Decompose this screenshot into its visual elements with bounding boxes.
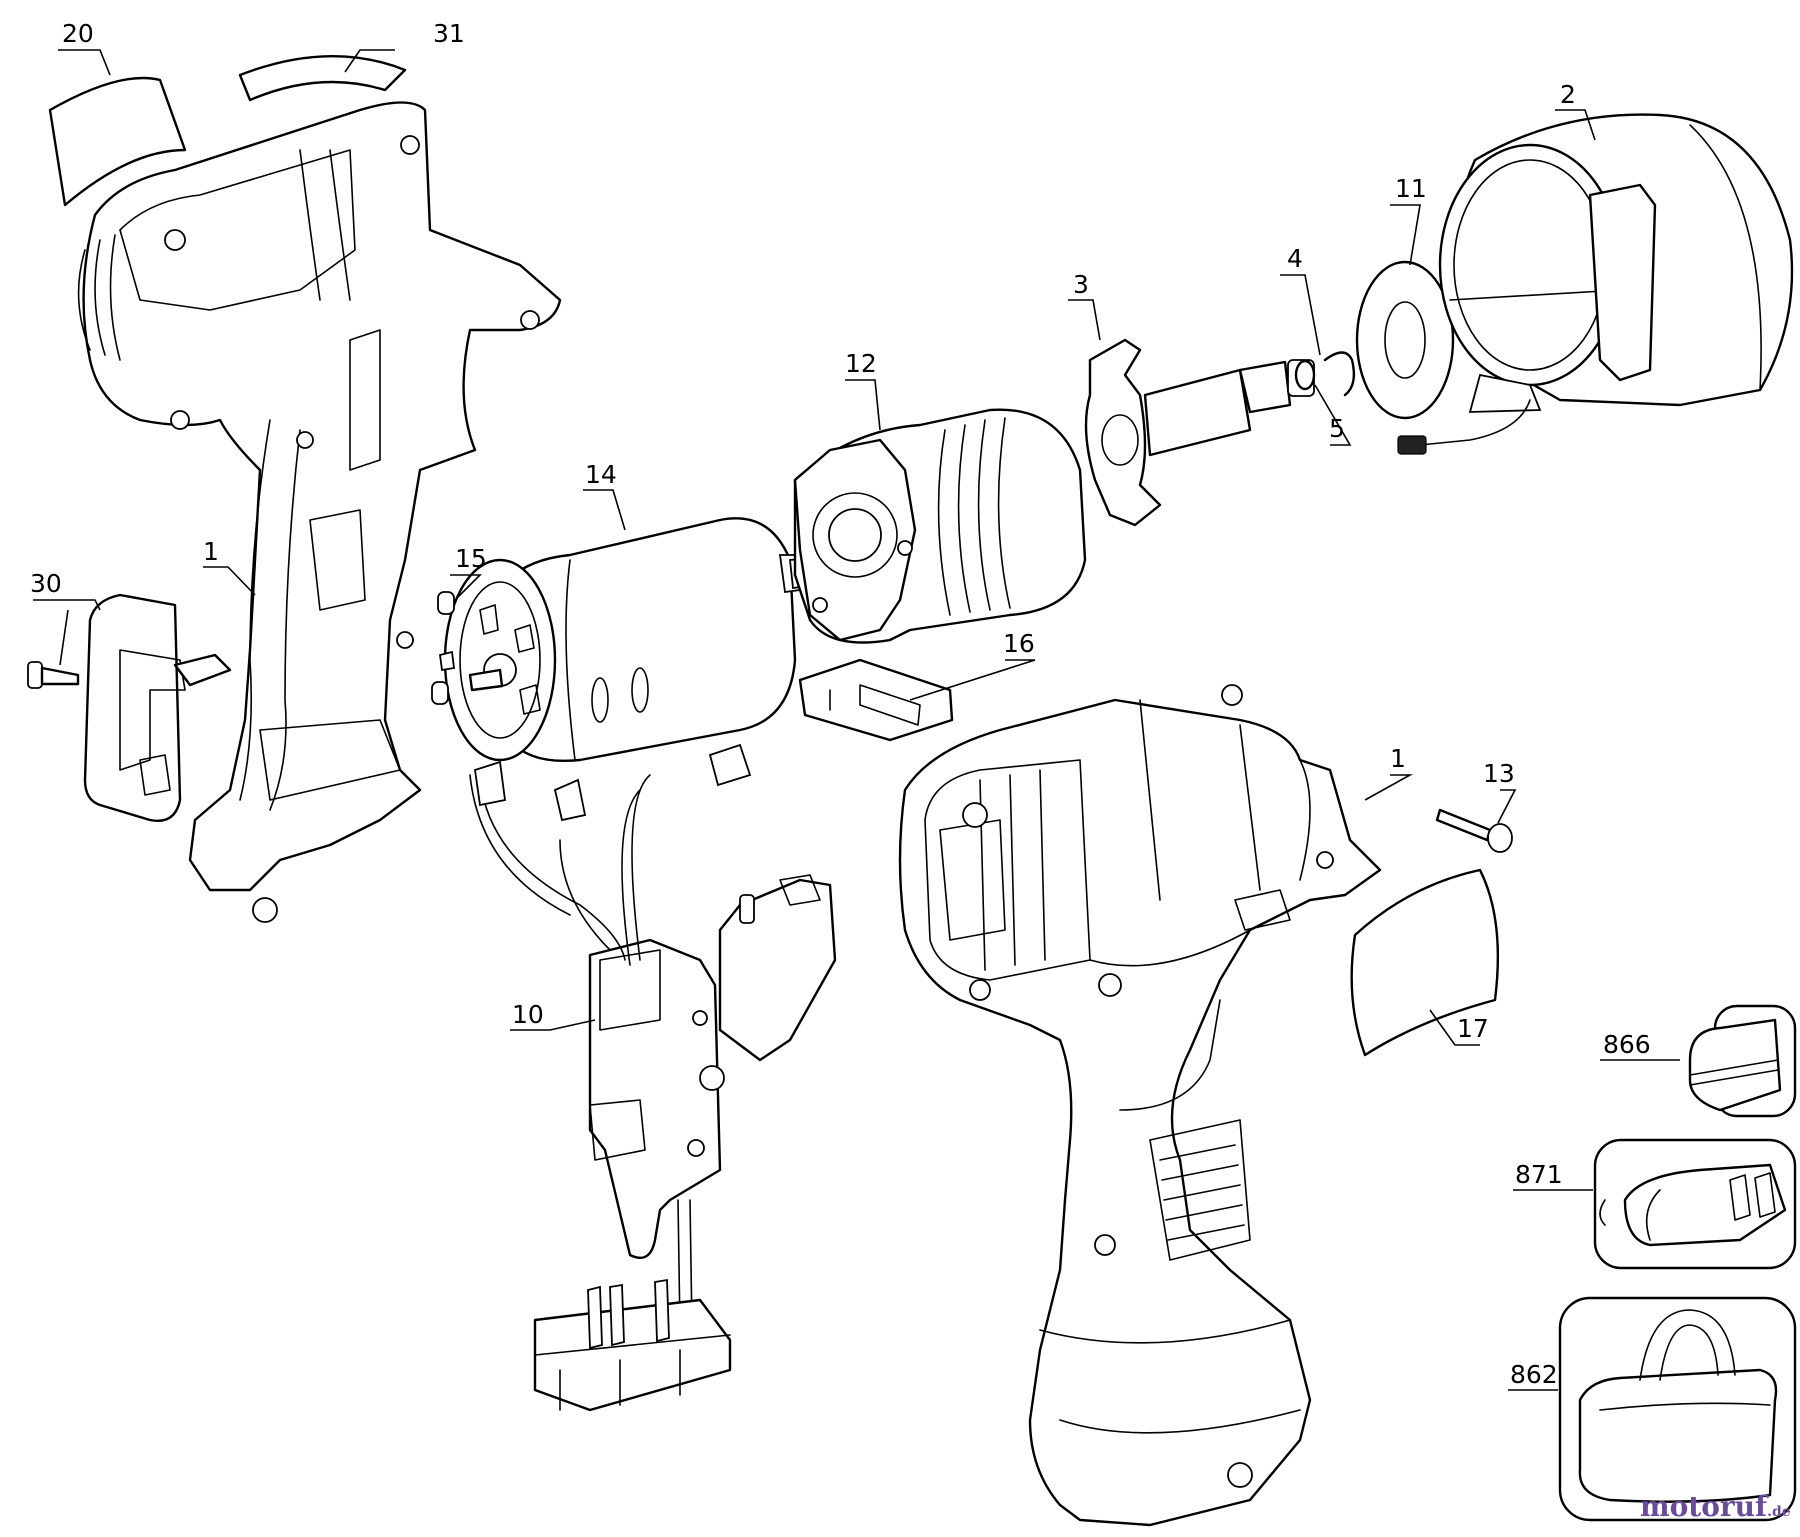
switch-assembly-10 (469, 743, 837, 1331)
inset-battery-866 (1688, 1004, 1797, 1118)
motor-14 (443, 517, 818, 762)
retaining-ring-4 (1323, 351, 1356, 397)
callout-1-right: 1 (1390, 744, 1406, 773)
label-sheet-17 (1350, 868, 1500, 1057)
screw-13 (1435, 808, 1513, 853)
callout-12: 12 (845, 349, 877, 378)
o-ring-5 (1294, 359, 1316, 391)
callout-30: 30 (30, 569, 62, 598)
callout-16: 16 (1003, 629, 1035, 658)
callout-13: 13 (1483, 759, 1515, 788)
nose-housing-2 (1397, 113, 1794, 455)
callout-2: 2 (1560, 80, 1576, 109)
screw-30 (27, 661, 80, 689)
callout-labels: 20 31 2 11 4 3 5 12 14 15 1 30 16 1 13 1… (30, 19, 1651, 1389)
pin-15 (431, 591, 456, 705)
hammer-anvil-3 (1084, 338, 1315, 527)
callout-15: 15 (455, 544, 487, 573)
callout-10: 10 (512, 1000, 544, 1029)
inset-charger-871 (1593, 1138, 1797, 1270)
callout-31: 31 (433, 19, 465, 48)
callout-14: 14 (585, 460, 617, 489)
callout-1-left: 1 (203, 537, 219, 566)
leader-lines (33, 49, 1680, 1391)
callout-4: 4 (1287, 244, 1303, 273)
housing-half-left (77, 101, 562, 923)
label-sheet-20 (48, 76, 187, 207)
inset-bag-862 (1558, 1296, 1797, 1522)
mounting-plate-30 (83, 593, 232, 822)
watermark: motoruf.de (1640, 1490, 1791, 1523)
washer-11 (1355, 260, 1455, 420)
callout-871: 871 (1515, 1160, 1563, 1189)
callout-17: 17 (1457, 1014, 1489, 1043)
callout-866: 866 (1603, 1030, 1651, 1059)
callout-3: 3 (1073, 270, 1089, 299)
housing-half-right (898, 684, 1382, 1527)
clip-16 (798, 658, 954, 742)
gear-case-12 (793, 408, 1087, 644)
watermark-suffix: .de (1767, 1504, 1791, 1520)
watermark-brand: motoruf (1640, 1490, 1768, 1523)
label-sheet-31 (238, 55, 407, 102)
battery-terminal-block (533, 1278, 732, 1412)
callout-5: 5 (1329, 414, 1345, 443)
callout-20: 20 (62, 19, 94, 48)
callout-862: 862 (1510, 1360, 1558, 1389)
callout-11: 11 (1395, 174, 1427, 203)
